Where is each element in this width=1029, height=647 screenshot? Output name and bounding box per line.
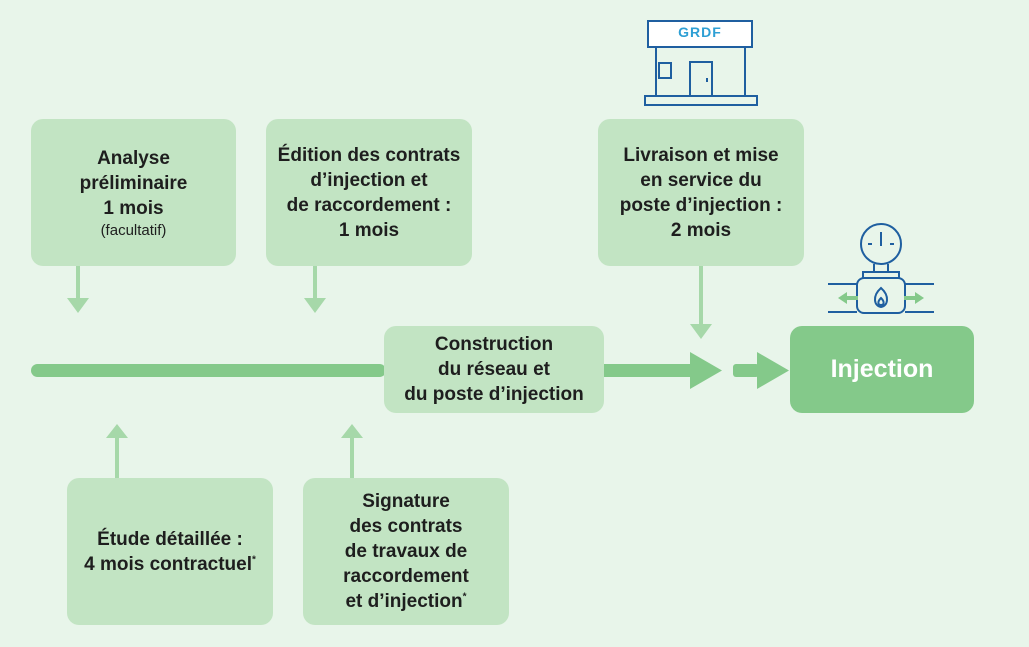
- step-title-text: et d’injection: [345, 591, 463, 612]
- up-arrow-etude: [106, 424, 128, 478]
- injection-arrowhead: [757, 352, 789, 389]
- step-note: (facultatif): [100, 221, 167, 239]
- down-arrow-edition: [304, 266, 326, 313]
- step-duration-text: 4 mois contractuel: [84, 553, 252, 575]
- step-duration: 1 mois: [338, 219, 400, 241]
- step-title: Étude détaillée :: [97, 528, 243, 550]
- step-title: de raccordement :: [286, 194, 452, 216]
- step-construction: Construction du réseau et du poste d’inj…: [384, 326, 604, 413]
- step-title: poste d’injection :: [619, 194, 783, 216]
- step-title: Analyse: [97, 147, 170, 169]
- step-title: Construction: [434, 334, 554, 355]
- step-title: de travaux de: [344, 541, 468, 562]
- step-title: et d’injection*: [345, 589, 466, 614]
- gas-meter-icon: [828, 223, 934, 314]
- step-title: d’injection et: [310, 169, 428, 191]
- injection-arrow-shaft: [733, 364, 759, 377]
- step-signature-contrats: Signature des contrats de travaux de rac…: [303, 478, 509, 625]
- down-arrow-livraison: [690, 266, 712, 339]
- step-title: Édition des contrats: [277, 144, 461, 166]
- step-edition-contrats: Édition des contrats d’injection et de r…: [266, 119, 472, 266]
- flow-arrows: [838, 292, 924, 304]
- footnote-asterisk: *: [462, 591, 467, 603]
- step-title: préliminaire: [79, 172, 188, 194]
- timeline-bar: [31, 364, 386, 377]
- grdf-building-icon: [644, 20, 758, 106]
- step-injection: Injection: [790, 326, 974, 413]
- step-title: Livraison et mise: [623, 144, 779, 166]
- step-title: raccordement: [343, 566, 469, 587]
- step-duration: 4 mois contractuel*: [84, 552, 256, 577]
- step-title: du réseau et: [438, 359, 550, 380]
- step-analyse-preliminaire: Analyse préliminaire 1 mois (facultatif): [31, 119, 236, 266]
- step-title: du poste d’injection: [404, 384, 584, 405]
- timeline-arrowhead: [690, 352, 722, 389]
- grdf-logo: GRDF: [678, 24, 722, 40]
- step-duration: 2 mois: [670, 219, 732, 241]
- step-etude-detaillee: Étude détaillée : 4 mois contractuel*: [67, 478, 273, 625]
- step-title: en service du: [640, 169, 762, 191]
- down-arrow-analyse: [67, 266, 89, 313]
- footnote-asterisk: *: [251, 554, 256, 566]
- step-title: Signature: [362, 491, 450, 512]
- step-duration: 1 mois: [103, 197, 164, 219]
- step-title: des contrats: [349, 516, 463, 537]
- up-arrow-signature: [341, 424, 363, 478]
- step-livraison-mise-en-service: Livraison et mise en service du poste d’…: [598, 119, 804, 266]
- timeline-bar-segment: [604, 364, 692, 377]
